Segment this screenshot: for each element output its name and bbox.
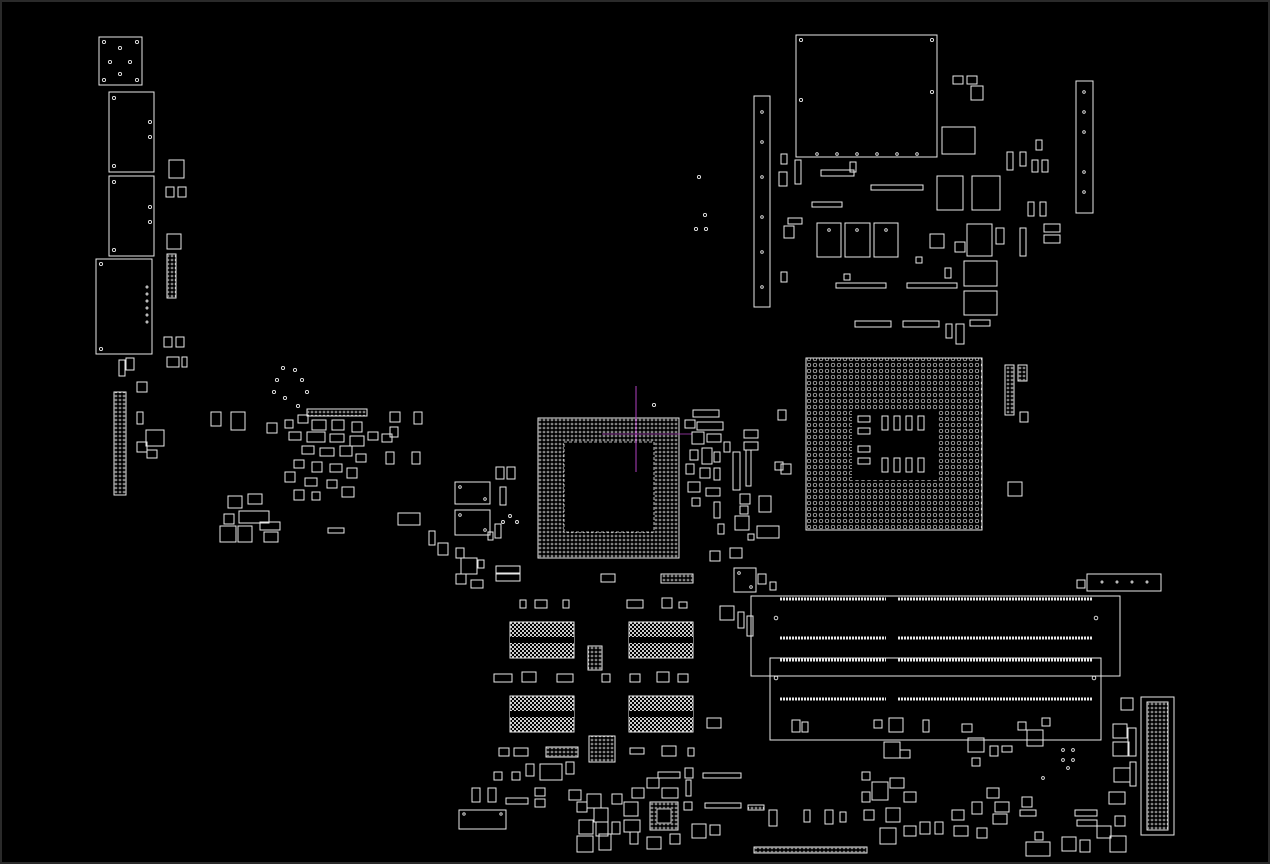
left-connector-group[interactable]: [95, 36, 188, 496]
pch-bga-chip[interactable]: [537, 386, 692, 559]
audio-component-cluster[interactable]: [210, 365, 449, 556]
pch-support-components[interactable]: [454, 409, 792, 637]
dimm-slots[interactable]: [750, 573, 1162, 741]
vrm-area[interactable]: [693, 34, 1094, 345]
memory-chips[interactable]: [493, 621, 722, 763]
cpu-socket[interactable]: [805, 357, 1029, 531]
bottom-component-cluster[interactable]: [458, 761, 868, 854]
bottom-right-cluster[interactable]: [791, 696, 1175, 857]
